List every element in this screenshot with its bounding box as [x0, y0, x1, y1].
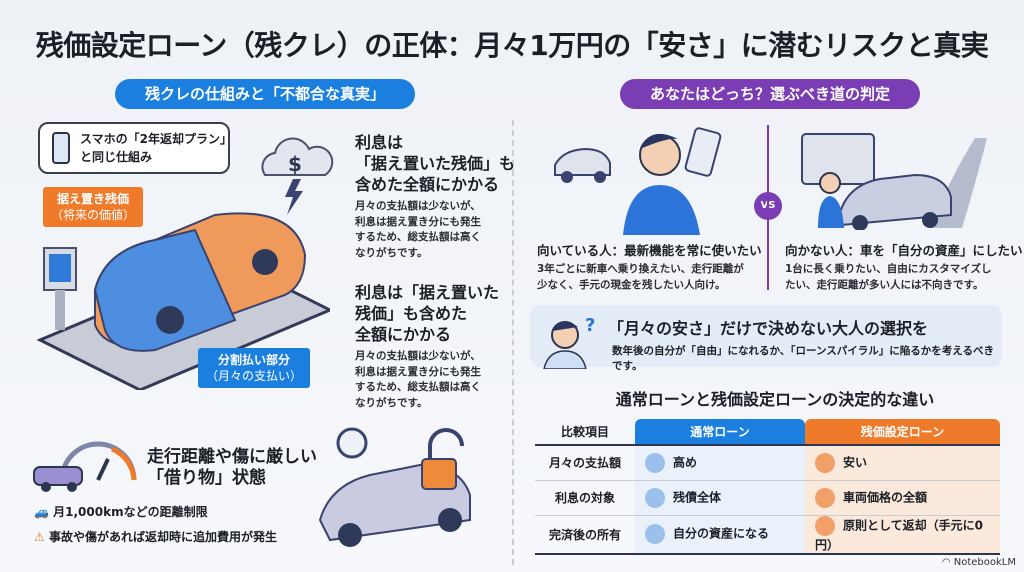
- page-title: 残価設定ローン（残クレ）の正体：月々1万円の「安さ」に潜むリスクと真実: [35, 29, 989, 62]
- smartphone-icon: [52, 132, 70, 164]
- money-storm-cloud-icon: $: [261, 137, 334, 215]
- person-with-own-car-illustration: [801, 133, 987, 230]
- coin-stack-icon: [815, 487, 835, 508]
- tag-line: （月々の支払い）: [206, 369, 303, 383]
- person-with-phone-illustration: [554, 127, 722, 235]
- block-body: 月々の支払額は少ないが、利息は据え置き分にも発生するため、総支払額は高くなりがち…: [355, 200, 481, 259]
- interest-block-2: 利息は「据え置いた残価」も含めた全額にかかる 月々の支払額は少ないが、利息は据え…: [355, 282, 499, 411]
- table-row: 月々の支払額 高め 安い: [535, 445, 1000, 481]
- section-divider: [512, 120, 514, 565]
- suited-heading: 向いている人：最新機能を常に使いたい: [537, 243, 762, 258]
- table-header-row: 比較項目 通常ローン 残価設定ローン: [535, 419, 1000, 446]
- advice-callout: ? 「月々の安さ」だけで決めない大人の選択を 数年後の自分が「自由」になれるか、…: [530, 305, 1002, 372]
- row-label: 完済後の所有: [535, 515, 635, 554]
- speedometer-car-icon: [33, 441, 137, 492]
- block-body: 月々の支払額は少ないが、利息は据え置き分にも発生するため、総支払額は高くなりがち…: [355, 350, 481, 409]
- wallet-icon: [645, 452, 665, 473]
- hand-pin-icon: [645, 524, 665, 544]
- installment-tag: 分割払い部分 （月々の支払い）: [198, 348, 311, 388]
- smartphone-plan-bubble: スマホの「2年返却プラン」 と同じ仕組み: [38, 122, 232, 174]
- coins-icon: [645, 487, 665, 508]
- residual-value-tag: 据え置き残価 （将来の価値）: [43, 187, 144, 227]
- unsuited-heading: 向かない人：車を「自分の資産」にしたい: [785, 243, 1023, 258]
- table-title: 通常ローンと残価設定ローンの決定的な違い: [615, 390, 935, 409]
- suited-person-block: 向いている人：最新機能を常に使いたい 3年ごとに新車へ乗り換えたい、走行距離が少…: [537, 240, 762, 293]
- row-label: 月々の支払額: [535, 445, 635, 481]
- rental-heading: 走行距離や傷に厳しい「借り物」状態: [147, 447, 317, 488]
- wallet-icon: [815, 452, 835, 473]
- car-icon: 🚙: [34, 505, 49, 519]
- section-header-right: あなたはどっち？選ぶべき道の判定: [620, 79, 920, 109]
- cell-value: 原則として返却（手元に0円）: [815, 518, 983, 552]
- cell-value: 車両価格の全額: [843, 490, 928, 504]
- cell-value: 安い: [843, 455, 868, 470]
- row-label: 利息の対象: [535, 480, 635, 516]
- block-heading: 利息は「据え置いた残価」も含めた全額にかかる: [355, 283, 500, 344]
- interest-block-1: 利息は「据え置いた残価」も含めた全額にかかる 月々の支払額は少ないが、利息は据え…: [355, 132, 515, 261]
- cell-value: 残債全体: [673, 490, 722, 504]
- svg-text:?: ?: [585, 315, 595, 336]
- hand-return-icon: [815, 515, 835, 536]
- tag-line: 据え置き残価: [57, 192, 130, 206]
- car-on-conveyor-illustration: [36, 212, 330, 390]
- unsuited-person-block: 向かない人：車を「自分の資産」にしたい 1台に長く乗りたい、自由にカスタマイズし…: [785, 240, 1023, 293]
- rental-bullet: ⚠ 事故や傷があれば返却時に追加費用が発生: [34, 530, 277, 544]
- notebooklm-brand: ◠ NotebookLM: [942, 557, 1016, 568]
- header-item: 比較項目: [535, 419, 635, 446]
- comparison-table: 比較項目 通常ローン 残価設定ローン 月々の支払額 高め 安い 利息の対象 残債…: [535, 419, 1000, 555]
- callout-body: 数年後の自分が「自由」になれるか、「ローンスパイラル」に陥るかを考えるべきです。: [612, 345, 994, 372]
- svg-text:$: $: [288, 152, 302, 176]
- thinking-person-icon: ?: [543, 315, 595, 369]
- section-header-left: 残クレの仕組みと「不都合な真実」: [115, 79, 415, 109]
- locked-car-illustration: [318, 427, 471, 547]
- tag-line: 分割払い部分: [218, 353, 291, 367]
- unsuited-body: 1台に長く乗りたい、自由にカスタマイズしたい、走行距離が多い人には不向きです。: [785, 263, 992, 291]
- cell-value: 自分の資産になる: [673, 526, 770, 541]
- header-normal-loan: 通常ローン: [635, 419, 805, 446]
- rental-bullet: 🚙 月1,000kmなどの距離制限: [34, 505, 208, 519]
- callout-heading: 「月々の安さ」だけで決めない大人の選択を: [608, 319, 929, 338]
- bubble-line: スマホの「2年返却プラン」: [80, 132, 232, 146]
- table-row: 利息の対象 残債全体 車両価格の全額: [535, 480, 1000, 516]
- bubble-line: と同じ仕組み: [80, 150, 153, 164]
- tag-line: （将来の価値）: [51, 208, 136, 222]
- block-heading: 利息は「据え置いた残価」も含めた全額にかかる: [355, 133, 516, 194]
- suited-body: 3年ごとに新車へ乗り換えたい、走行距離が少なく、手元の現金を残したい人向け。: [537, 263, 744, 291]
- vs-divider: [767, 125, 769, 290]
- table-row: 完済後の所有 自分の資産になる 原則として返却（手元に0円）: [535, 515, 1000, 554]
- brand-text: NotebookLM: [953, 557, 1016, 568]
- cell-value: 高め: [673, 455, 698, 470]
- notebooklm-logo-icon: ◠: [941, 557, 951, 568]
- damage-icon: ⚠: [34, 530, 45, 544]
- header-residual-loan: 残価設定ローン: [805, 419, 1000, 446]
